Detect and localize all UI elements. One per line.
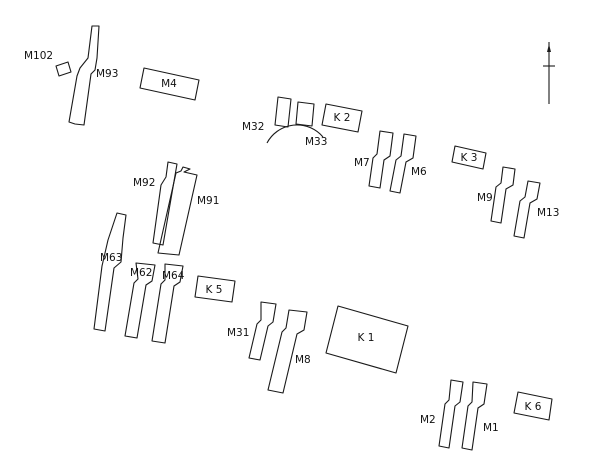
- label-m62: M62: [130, 267, 152, 279]
- feature-m32: M32: [242, 96, 292, 133]
- label-k2: K 2: [334, 112, 351, 124]
- feature-m63: M63: [93, 212, 127, 332]
- feature-m2: M2: [420, 379, 464, 449]
- label-m102: M102: [24, 50, 53, 62]
- feature-k6: K 6: [513, 391, 553, 421]
- feature-m102: M102: [24, 50, 72, 77]
- feature-k2: K 2: [321, 103, 363, 133]
- feature-m33: M33: [266, 101, 327, 148]
- feature-m1: M1: [461, 381, 499, 451]
- label-m31: M31: [227, 327, 249, 339]
- feature-m9: M9: [477, 166, 516, 224]
- label-m4: M4: [161, 78, 177, 90]
- label-m6: M6: [411, 166, 427, 178]
- north-arrow-icon: [543, 42, 555, 104]
- feature-m92: M92: [133, 161, 178, 246]
- label-k6: K 6: [525, 401, 542, 413]
- label-m9: M9: [477, 192, 493, 204]
- label-k3: K 3: [461, 152, 478, 164]
- feature-m93: M93: [68, 25, 118, 126]
- feature-m91: M91: [157, 166, 219, 256]
- label-m13: M13: [537, 207, 559, 219]
- feature-k1: K 1: [325, 305, 409, 374]
- label-m1: M1: [483, 422, 499, 434]
- label-m7: M7: [354, 157, 370, 169]
- label-m33: M33: [305, 136, 327, 148]
- label-m64: M64: [162, 270, 185, 282]
- feature-m4: M4: [139, 67, 200, 101]
- label-k1: K 1: [358, 332, 375, 344]
- label-k5: K 5: [206, 284, 223, 296]
- label-m2: M2: [420, 414, 436, 426]
- feature-k3: K 3: [451, 145, 487, 170]
- label-m32: M32: [242, 121, 264, 133]
- feature-m31: M31: [227, 301, 277, 361]
- label-m93: M93: [96, 68, 118, 80]
- feature-m7: M7: [354, 130, 394, 189]
- label-m91: M91: [197, 195, 219, 207]
- label-m92: M92: [133, 177, 155, 189]
- label-m63: M63: [100, 252, 122, 264]
- feature-m6: M6: [389, 133, 427, 194]
- feature-m64: M64: [151, 263, 185, 344]
- feature-k5: K 5: [194, 275, 236, 303]
- feature-m62: M62: [124, 262, 156, 339]
- label-m8: M8: [295, 354, 311, 366]
- feature-m13: M13: [513, 180, 559, 239]
- feature-m8: M8: [267, 309, 311, 394]
